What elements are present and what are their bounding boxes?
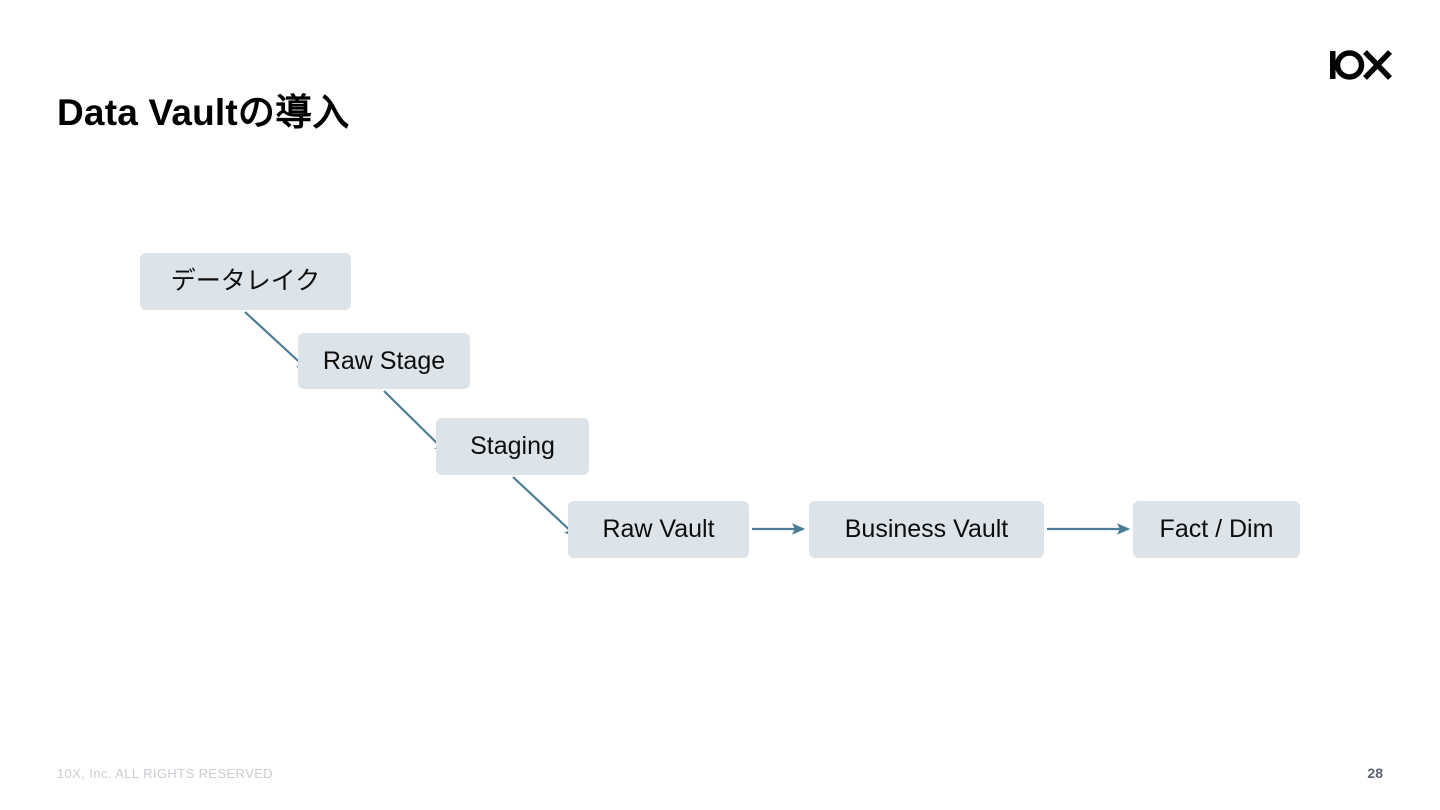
flow-node-raw-vault-label: Raw Vault [602,515,715,543]
flow-node-fact-dim[interactable]: Fact / Dim [1133,501,1300,558]
flow-node-raw-stage[interactable]: Raw Stage [298,333,470,389]
flow-node-staging[interactable]: Staging [436,418,589,475]
page-number: 28 [1367,765,1383,781]
flow-node-business-vault-label: Business Vault [844,515,1009,543]
flow-node-staging-label: Staging [470,432,555,460]
footer-copyright: 10X, Inc. ALL RIGHTS RESERVED [57,766,274,781]
flow-node-fact-dim-label: Fact / Dim [1159,515,1274,543]
arrow-staging-to-raw-vault [512,476,578,538]
flow-node-data-lake[interactable]: データレイク [140,253,351,310]
page-title: Data Vaultの導入 [57,92,350,133]
flow-node-raw-vault[interactable]: Raw Vault [568,501,749,558]
brand-logo-10x [1329,47,1393,83]
logo-10x-icon [1330,50,1392,80]
flow-node-raw-stage-label: Raw Stage [322,346,446,375]
flow-node-data-lake-label: データレイク [170,267,321,295]
flow-node-business-vault[interactable]: Business Vault [809,501,1044,558]
